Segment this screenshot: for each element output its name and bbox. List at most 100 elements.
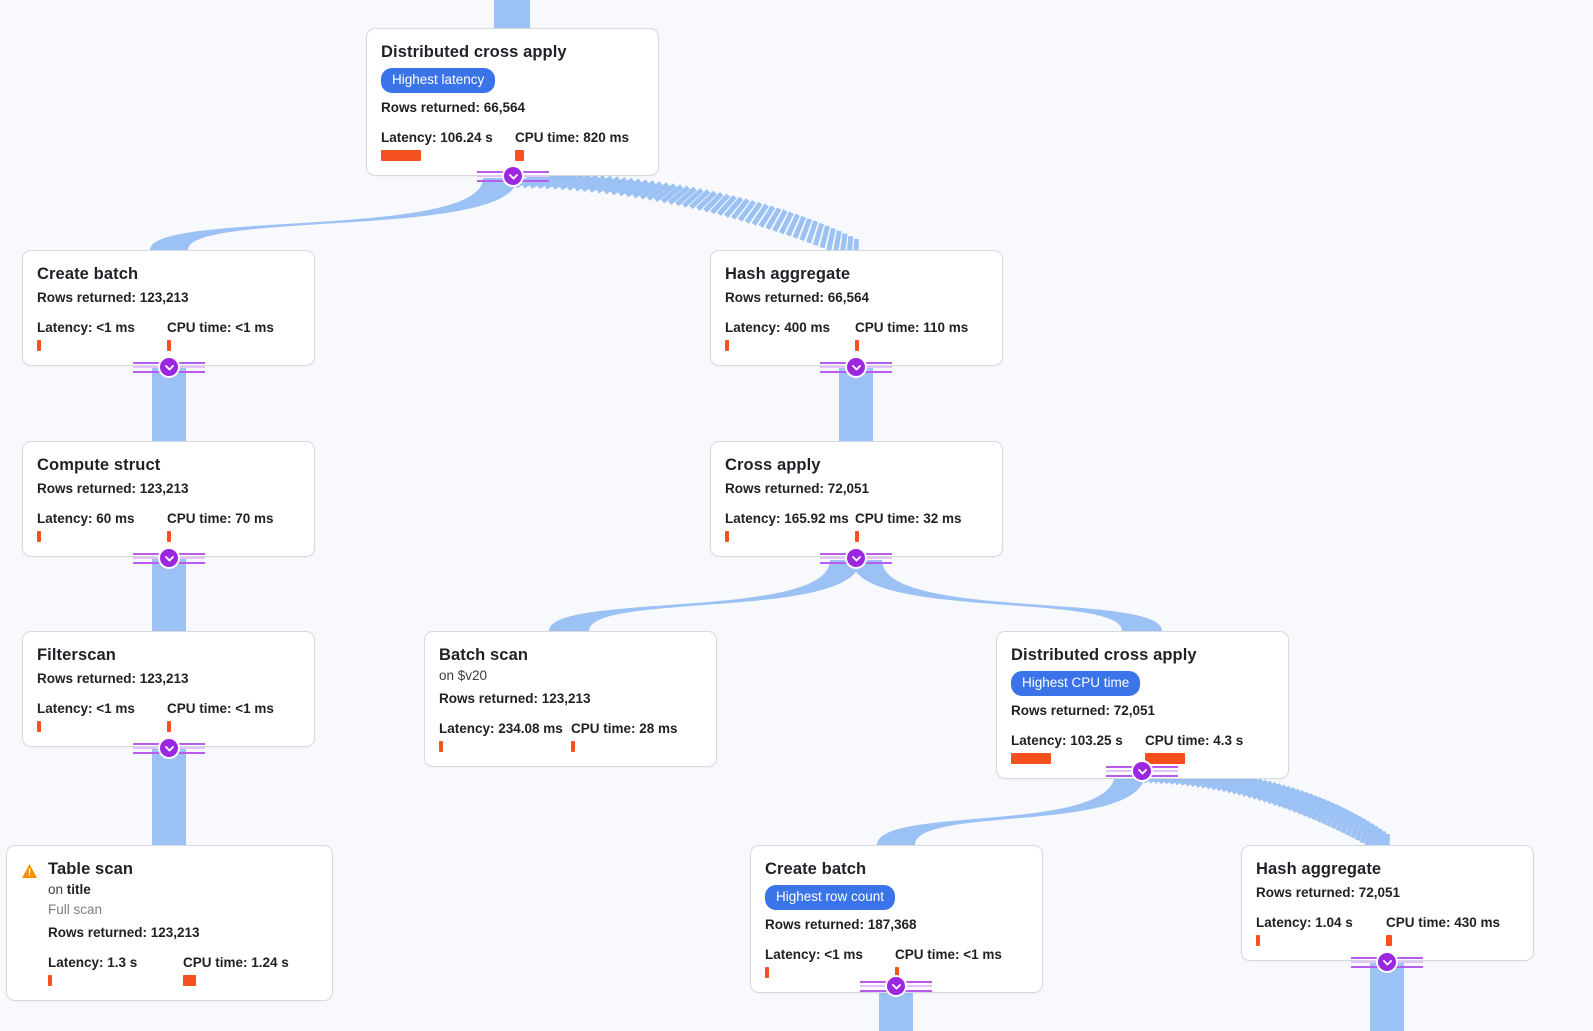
chevron-down-icon[interactable] — [1376, 951, 1398, 973]
node-cpu-label: CPU time: 28 ms — [571, 721, 678, 736]
node-latency-metric: Latency: 106.24 s — [381, 130, 515, 161]
chevron-down-icon[interactable] — [885, 975, 907, 997]
node-cpu-metric: CPU time: 4.3 s — [1145, 733, 1243, 764]
node-cpu-label: CPU time: 110 ms — [855, 320, 969, 335]
node-latency-label: Latency: 234.08 ms — [439, 721, 563, 736]
node-latency-metric: Latency: 60 ms — [37, 511, 167, 542]
node-rows-returned: Rows returned: 123,213 — [48, 925, 200, 940]
node-cpu-bar — [167, 531, 171, 542]
node-rows-returned: Rows returned: 123,213 — [439, 691, 591, 706]
node-cpu-bar — [515, 149, 524, 161]
collapse-toggle-connector-root[interactable] — [477, 165, 549, 187]
node-latency-bar — [765, 966, 769, 978]
node-latency-metric: Latency: 165.92 ms — [725, 511, 855, 542]
node-rows-returned: Rows returned: 72,051 — [725, 481, 870, 496]
chevron-down-icon[interactable] — [845, 547, 867, 569]
collapse-toggle-connector-hash-aggregate-upper[interactable] — [820, 356, 892, 378]
node-cpu-bar — [571, 741, 575, 752]
node-latency-metric: Latency: 1.04 s — [1256, 915, 1386, 946]
node-title: Batch scan — [439, 646, 529, 664]
node-latency-label: Latency: <1 ms — [37, 320, 135, 335]
solid-edge — [152, 367, 186, 441]
node-metrics: Latency: 1.3 s CPU time: 1.24 s — [48, 955, 318, 986]
solid-edge — [839, 367, 873, 441]
node-subtitle-target: on title — [48, 882, 91, 897]
node-latency-bar — [439, 741, 443, 752]
node-title: Compute struct — [37, 456, 161, 474]
node-title: Table scan — [48, 860, 134, 878]
chevron-down-icon[interactable] — [502, 165, 524, 187]
node-metrics: Latency: <1 ms CPU time: <1 ms — [765, 947, 1028, 978]
node-cpu-bar — [167, 721, 171, 732]
node-cpu-metric: CPU time: 1.24 s — [183, 955, 289, 986]
node-latency-metric: Latency: 1.3 s — [48, 955, 183, 986]
node-cpu-metric: CPU time: <1 ms — [895, 947, 1002, 978]
node-latency-metric: Latency: <1 ms — [765, 947, 895, 978]
node-latency-label: Latency: 1.04 s — [1256, 915, 1353, 930]
node-badge: Highest latency — [381, 68, 496, 93]
node-cpu-bar — [855, 531, 859, 542]
dashed-edge — [1142, 766, 1390, 857]
chevron-down-icon[interactable] — [845, 356, 867, 378]
chevron-down-icon[interactable] — [158, 547, 180, 569]
collapse-toggle-connector-create-batch-lower[interactable] — [860, 975, 932, 997]
node-cpu-metric: CPU time: 430 ms — [1386, 915, 1500, 946]
collapse-toggle-connector-compute-struct[interactable] — [133, 547, 205, 569]
node-latency-bar — [37, 531, 41, 542]
node-latency-metric: Latency: 234.08 ms — [439, 721, 571, 752]
node-title: Distributed cross apply — [381, 43, 567, 61]
node-cpu-metric: CPU time: 28 ms — [571, 721, 678, 752]
node-latency-label: Latency: 106.24 s — [381, 129, 493, 145]
node-title: Cross apply — [725, 456, 821, 474]
node-rows-returned: Rows returned: 72,051 — [1256, 885, 1401, 900]
node-latency-metric: Latency: <1 ms — [37, 320, 167, 351]
node-latency-label: Latency: 1.3 s — [48, 955, 138, 970]
node-rows-returned: Rows returned: 123,213 — [37, 290, 189, 305]
node-latency-label: Latency: <1 ms — [37, 701, 135, 716]
node-latency-metric: Latency: 103.25 s — [1011, 733, 1145, 764]
node-latency-metric: Latency: <1 ms — [37, 701, 167, 732]
node-cpu-metric: CPU time: 110 ms — [855, 320, 968, 351]
collapse-toggle-connector-distributed-cross-apply-inner[interactable] — [1106, 760, 1178, 782]
node-cpu-bar — [167, 340, 171, 351]
chevron-down-icon[interactable] — [158, 737, 180, 759]
solid-edge — [494, 0, 530, 28]
node-cpu-metric: CPU time: <1 ms — [167, 701, 274, 732]
chevron-down-icon[interactable] — [158, 356, 180, 378]
node-cpu-bar — [895, 966, 899, 978]
collapse-toggle-connector-cross-apply[interactable] — [820, 547, 892, 569]
collapse-toggle-connector-hash-aggregate-lower[interactable] — [1351, 951, 1423, 973]
node-latency-bar — [37, 340, 41, 351]
node-cpu-metric: CPU time: 70 ms — [167, 511, 274, 542]
node-cpu-bar — [1145, 752, 1185, 764]
collapse-toggle-connector-create-batch-left[interactable] — [133, 356, 205, 378]
chevron-down-icon[interactable] — [1131, 760, 1153, 782]
warning-icon — [21, 863, 38, 879]
node-latency-label: Latency: <1 ms — [765, 946, 863, 962]
collapse-toggle-connector-filterscan[interactable] — [133, 737, 205, 759]
dashed-edge — [514, 171, 859, 262]
node-cpu-bar — [1386, 935, 1392, 946]
node-rows-returned: Rows returned: 66,564 — [725, 290, 870, 305]
node-title: Filterscan — [37, 646, 116, 664]
node-latency-bar — [1256, 935, 1260, 946]
node-title: Hash aggregate — [725, 265, 851, 283]
node-metrics: Latency: 234.08 ms CPU time: 28 ms — [439, 721, 702, 752]
